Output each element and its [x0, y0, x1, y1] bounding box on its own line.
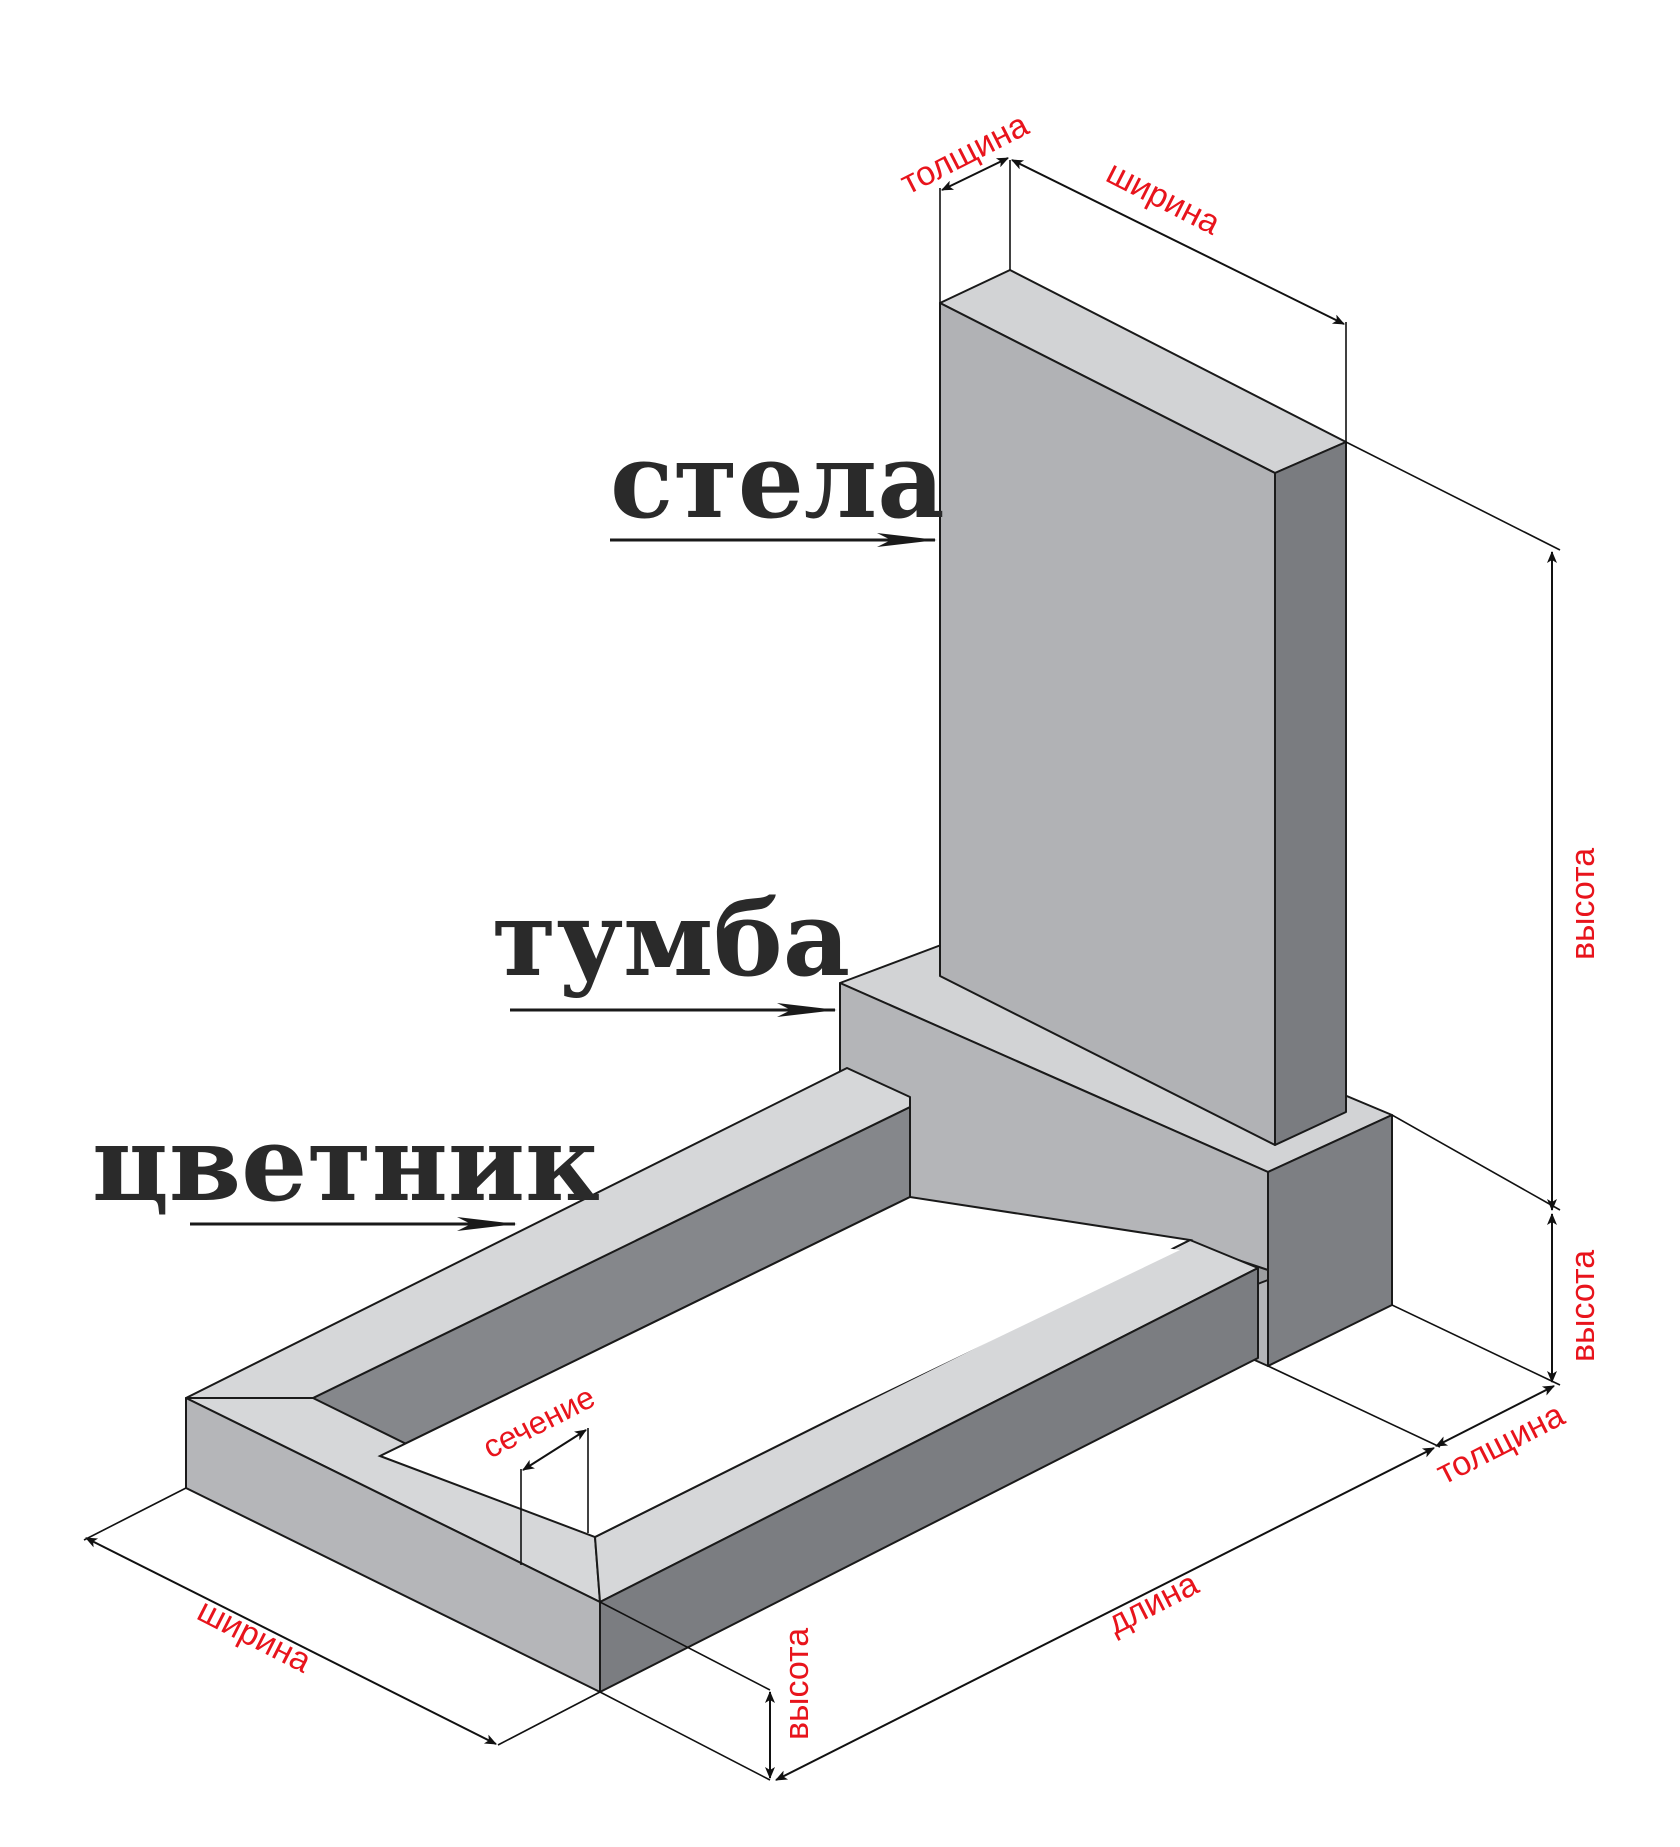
extension-lines	[83, 160, 1561, 1781]
dim-tumba-thickness	[1435, 1385, 1555, 1447]
dim-label-flowerbed-length: длина	[1101, 1564, 1204, 1642]
dim-label-stela-height: высота	[1564, 848, 1602, 960]
dim-flowerbed-length	[775, 1447, 1435, 1781]
flowerbed-opening-inner	[400, 1210, 1180, 1530]
dim-stela-thickness	[941, 157, 1009, 191]
dim-label-tumba-height: высота	[1564, 1250, 1602, 1362]
dim-label-flowerbed-width: ширина	[191, 1591, 317, 1680]
label-stela: стела	[610, 419, 945, 542]
label-tumba: тумба	[492, 877, 850, 1000]
dimension-lines	[85, 157, 1557, 1781]
dim-label-flowerbed-height: высота	[778, 1628, 816, 1740]
part-labels: стела тумба цветник	[92, 419, 945, 1225]
stela	[939, 269, 1347, 1146]
dim-label-stela-width: ширина	[1100, 153, 1226, 242]
dim-flowerbed-width	[85, 1537, 497, 1745]
dim-label-tumba-thickness: толщина	[1430, 1396, 1570, 1492]
dim-stela-width	[1011, 159, 1345, 325]
pointer-arrows	[190, 533, 937, 1231]
dim-flowerbed-section	[522, 1429, 587, 1471]
label-tsvetnik: цветник	[92, 1102, 600, 1225]
dim-label-stela-thickness: толщина	[894, 106, 1034, 202]
stela-side-face	[1274, 441, 1347, 1146]
